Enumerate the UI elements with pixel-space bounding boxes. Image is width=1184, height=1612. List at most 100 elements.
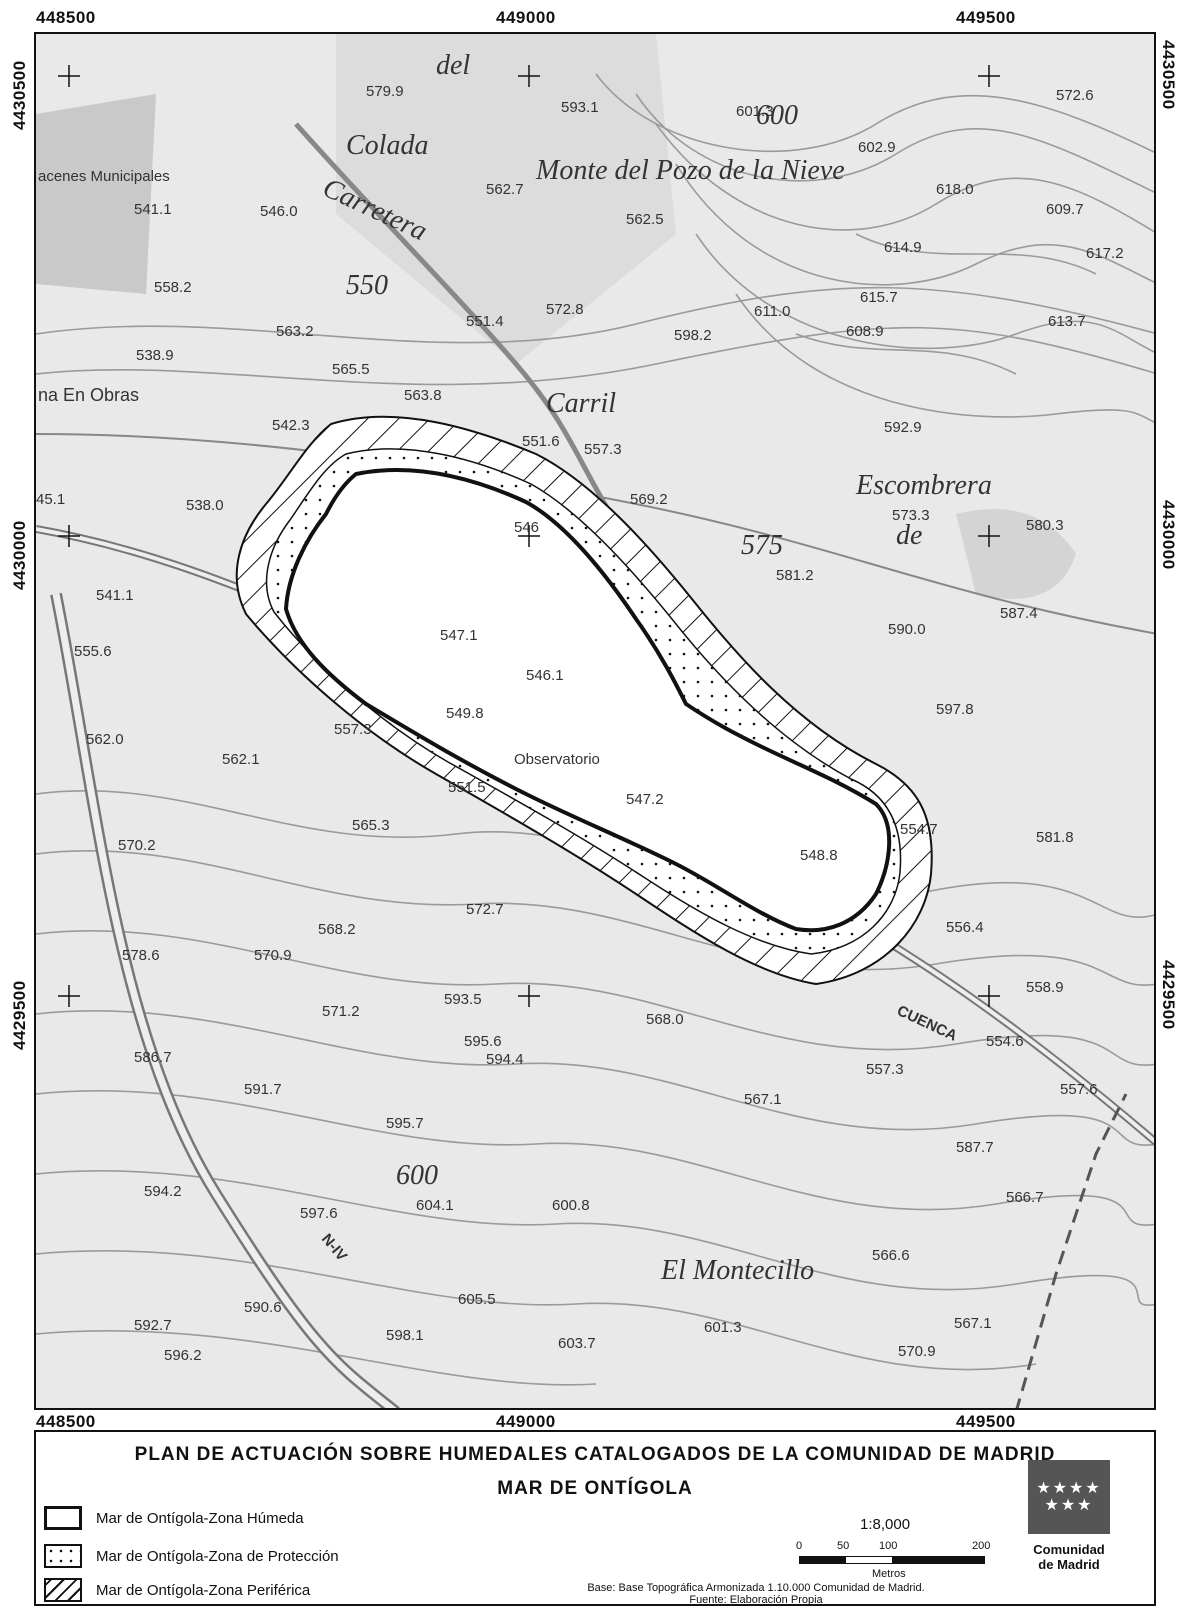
credit-line2: Fuente: Elaboración Propia: [689, 1594, 823, 1606]
logo-text-line1: Comunidad: [1033, 1542, 1105, 1557]
spot-height: 563.8: [404, 387, 442, 404]
coord-left-1: 4430500: [10, 60, 29, 130]
contour-600-a: 600: [396, 1160, 438, 1191]
zona-humeda[interactable]: [283, 468, 892, 933]
contour-600-b: 600: [756, 100, 798, 131]
spot-height: 597.6: [300, 1205, 338, 1222]
spot-height: 562.5: [626, 211, 664, 228]
spot-height: 579.9: [366, 83, 404, 100]
coord-left-3: 4429500: [10, 980, 29, 1050]
label-colada: Colada: [346, 130, 428, 161]
spot-height: 594.4: [486, 1051, 524, 1068]
spot-height: 551.6: [522, 433, 560, 450]
label-carril: Carril: [546, 388, 616, 419]
spot-height: 592.9: [884, 419, 922, 436]
spot-height: 546.0: [260, 203, 298, 220]
logo-text-line2: de Madrid: [1038, 1557, 1100, 1572]
legend-item-label: Mar de Ontígola-Zona Periférica: [96, 1581, 311, 1599]
map-frame[interactable]: Monte del Pozo de la Nieve El Montecillo…: [34, 32, 1156, 1410]
spot-height: 555.6: [74, 643, 112, 660]
spot-height: 617.2: [1086, 245, 1124, 262]
spot-height: 597.8: [936, 701, 974, 718]
spot-height: 558.9: [1026, 979, 1064, 996]
spot-height: 614.9: [884, 239, 922, 256]
spot-height: 571.2: [322, 1003, 360, 1020]
spot-height: 554.7: [900, 821, 938, 838]
spot-height: 600.8: [552, 1197, 590, 1214]
scale-tick-200: 200: [972, 1540, 991, 1552]
spot-height: 572.7: [466, 901, 504, 918]
outline-symbol: [44, 1506, 82, 1530]
spot-height: 598.1: [386, 1327, 424, 1344]
spot-height: 590.6: [244, 1299, 282, 1316]
spot-height: 595.7: [386, 1115, 424, 1132]
spot-height: 563.2: [276, 323, 314, 340]
coord-top-1: 448500: [36, 8, 96, 27]
spot-height: 558.2: [154, 279, 192, 296]
coord-left-2: 4430000: [10, 520, 29, 590]
spot-height: 578.6: [122, 947, 160, 964]
spot-height: 611.0: [754, 303, 790, 320]
spot-height: 604.1: [416, 1197, 454, 1214]
spot-height: 547.1: [440, 627, 478, 644]
spot-height: 541.1: [134, 201, 172, 218]
spot-height: 538.0: [186, 497, 224, 514]
map-svg[interactable]: Monte del Pozo de la Nieve El Montecillo…: [36, 34, 1156, 1410]
label-almacenes: acenes Municipales: [38, 168, 170, 185]
spot-height: 568.2: [318, 921, 356, 938]
scale-bar: [799, 1556, 985, 1564]
spot-height: 613.7: [1048, 313, 1086, 330]
dotted-symbol: [44, 1544, 82, 1568]
spot-height: 592.7: [134, 1317, 172, 1334]
scale-tick-0: 0: [796, 1540, 803, 1552]
spot-height: 608.9: [846, 323, 884, 340]
spot-height: 546.1: [526, 667, 564, 684]
coord-bottom-3: 449500: [956, 1412, 1016, 1431]
spot-height: 595.6: [464, 1033, 502, 1050]
spot-height: 45.1: [36, 491, 65, 508]
spot-height: 580.3: [1026, 517, 1064, 534]
spot-height: 618.0: [936, 181, 974, 198]
spot-height: 590.0: [888, 621, 926, 638]
coord-top-3: 449500: [956, 8, 1016, 27]
legend-item-label: Mar de Ontígola-Zona de Protección: [96, 1547, 339, 1565]
label-montecillo: El Montecillo: [660, 1255, 814, 1286]
spot-height: 605.5: [458, 1291, 496, 1308]
spot-height: 581.8: [1036, 829, 1074, 846]
spot-height: 602.9: [858, 139, 896, 156]
contour-550: 550: [346, 270, 388, 301]
spot-height: 547.2: [626, 791, 664, 808]
spot-height: 573.3: [892, 507, 930, 524]
comunidad-madrid-logo: ★★★★ ★★★ Comunidad de Madrid: [1028, 1460, 1110, 1592]
spot-height: 572.8: [546, 301, 584, 318]
spot-height: 570.9: [254, 947, 292, 964]
spot-height: 615.7: [860, 289, 898, 306]
spot-height: 567.1: [744, 1091, 782, 1108]
legend-item-periferica: Mar de Ontígola-Zona Periférica: [44, 1578, 310, 1602]
spot-height: 593.1: [561, 99, 599, 116]
grid-crosses: [58, 65, 1000, 1007]
spot-height: 598.2: [674, 327, 712, 344]
label-de: de: [896, 520, 922, 551]
spot-height: 548.8: [800, 847, 838, 864]
spot-height: 601.3: [704, 1319, 742, 1336]
spot-height: 541.1: [96, 587, 134, 604]
legend-item-proteccion: Mar de Ontígola-Zona de Protección: [44, 1544, 339, 1568]
spot-height: 603.7: [558, 1335, 596, 1352]
spot-height: 557.3: [334, 721, 372, 738]
spot-height: 566.6: [872, 1247, 910, 1264]
spot-height: 565.5: [332, 361, 370, 378]
spot-height: 572.6: [1056, 87, 1094, 104]
spot-height: 587.7: [956, 1139, 994, 1156]
spot-height: 570.2: [118, 837, 156, 854]
scale-tick-50: 50: [837, 1540, 850, 1552]
urban-area: [336, 34, 676, 364]
stars-icon: ★★★★ ★★★: [1028, 1460, 1110, 1534]
coord-right-1: 4430500: [1159, 40, 1178, 110]
spot-height: 567.1: [954, 1315, 992, 1332]
legend-item-humeda: Mar de Ontígola-Zona Húmeda: [44, 1506, 304, 1530]
spot-height: 569.2: [630, 491, 668, 508]
built-area: [36, 94, 156, 294]
contour-575: 575: [741, 530, 783, 561]
